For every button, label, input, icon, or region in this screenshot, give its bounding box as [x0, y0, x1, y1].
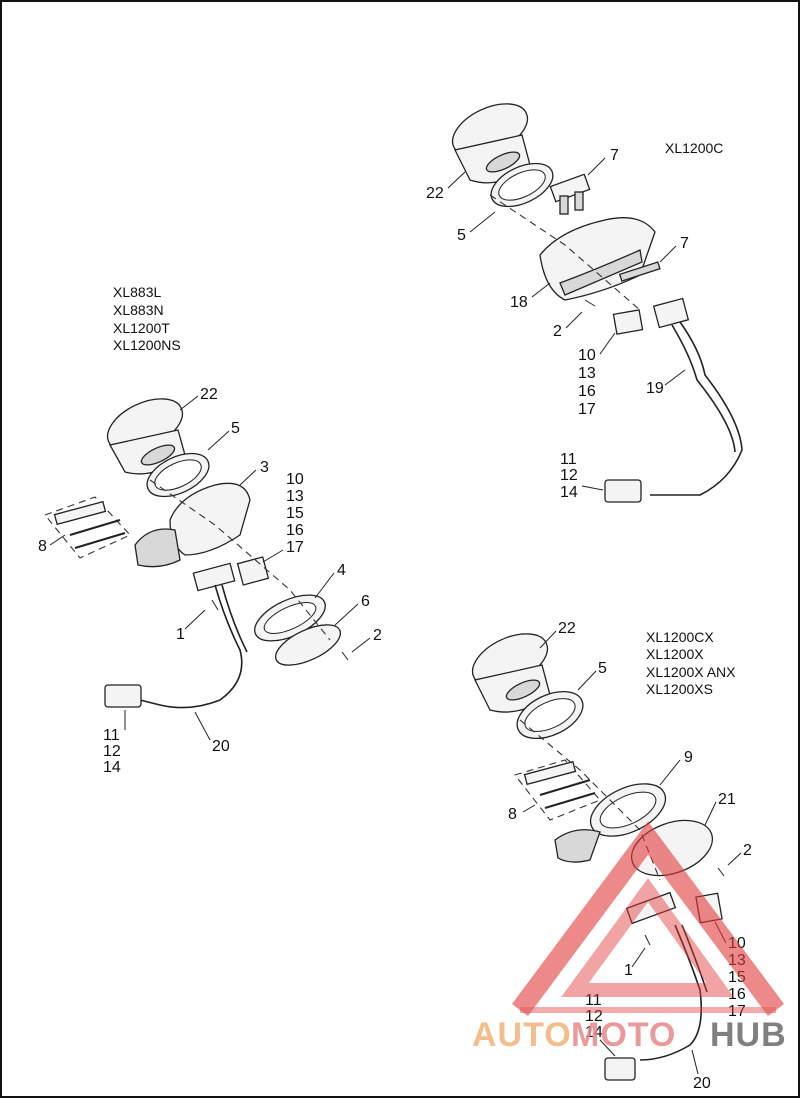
- callout-13: 13: [286, 488, 304, 505]
- callout-17: 17: [728, 1003, 746, 1020]
- callout-8: 8: [508, 806, 517, 823]
- housing-part: [539, 217, 656, 301]
- callout-10: 10: [578, 347, 596, 364]
- callout-11: 11: [585, 992, 602, 1009]
- callout-16: 16: [578, 383, 596, 400]
- callout-4: 4: [337, 562, 346, 579]
- axis-line: [519, 719, 661, 881]
- gasket-part: [275, 624, 341, 666]
- screw-part: [584, 299, 596, 307]
- callout-20: 20: [212, 738, 230, 755]
- screw-part: [211, 599, 219, 611]
- callout-7: 7: [610, 147, 619, 164]
- axis-line: [489, 194, 641, 311]
- speedometer-part: [106, 398, 186, 475]
- assembly-xl883: XL883L XL883N XL1200T XL1200NS: [38, 284, 382, 776]
- callout-5: 5: [231, 420, 240, 437]
- indicator-strip-part: [44, 496, 131, 559]
- callout-18: 18: [510, 294, 528, 311]
- callout-7: 7: [680, 235, 689, 252]
- callout-11: 11: [103, 727, 120, 744]
- indicator-strip-part: [514, 759, 601, 821]
- callout-3: 3: [260, 459, 269, 476]
- callout-8: 8: [38, 538, 47, 555]
- callout-9: 9: [684, 749, 693, 766]
- callout-6: 6: [361, 593, 370, 610]
- callout-15: 15: [286, 505, 304, 522]
- callout-19: 19: [646, 380, 664, 397]
- model-label: XL1200XS: [646, 681, 713, 697]
- model-label: XL1200CX: [646, 629, 714, 645]
- model-label: XL1200T: [113, 320, 170, 336]
- callout-17: 17: [286, 539, 304, 556]
- callout-13: 13: [578, 365, 596, 382]
- callout-10: 10: [286, 471, 304, 488]
- model-label: XL883L: [113, 284, 161, 300]
- watermark-text-moto: MOTO: [571, 1016, 676, 1054]
- callout-11: 11: [560, 451, 577, 468]
- housing-part: [134, 482, 251, 568]
- leader-lines: [49, 395, 371, 741]
- harness-part: [604, 297, 743, 503]
- callout-5: 5: [598, 660, 607, 677]
- callout-21: 21: [718, 791, 736, 808]
- callout-22: 22: [426, 185, 444, 202]
- watermark-text-hub: HUB: [710, 1016, 787, 1054]
- model-label: XL883N: [113, 302, 164, 318]
- callout-2: 2: [553, 323, 562, 340]
- model-label: XL1200X ANX: [646, 664, 736, 680]
- assembly-xl1200c: XL1200C: [426, 103, 743, 503]
- callout-2: 2: [373, 627, 382, 644]
- watermark-logo: AUTO MOTO HUB: [472, 821, 787, 1054]
- callout-16: 16: [728, 986, 746, 1003]
- watermark-text-auto: AUTO: [472, 1016, 572, 1054]
- callout-14: 14: [585, 1024, 603, 1041]
- callout-17: 17: [578, 401, 596, 418]
- lens-strip-part: [618, 261, 661, 282]
- callout-14: 14: [103, 759, 121, 776]
- callout-22: 22: [558, 620, 576, 637]
- leader-lines: [447, 157, 686, 491]
- model-label: XL1200NS: [113, 337, 181, 353]
- callout-5: 5: [457, 227, 466, 244]
- screw-part: [644, 934, 651, 946]
- harness-part: [104, 556, 270, 709]
- speedometer-part: [471, 633, 551, 713]
- callout-12: 12: [585, 1008, 603, 1025]
- indicator-part: [549, 173, 591, 215]
- callout-2: 2: [743, 842, 752, 859]
- screw-part: [341, 651, 349, 661]
- screw-part: [717, 867, 725, 877]
- assembly-xl1200cx: XL1200CX XL1200X XL1200X ANX XL1200XS: [471, 620, 752, 1092]
- model-label: XL1200X: [646, 646, 704, 662]
- callout-12: 12: [103, 743, 121, 760]
- callout-1: 1: [176, 626, 185, 643]
- callout-22: 22: [200, 386, 218, 403]
- callout-12: 12: [560, 467, 578, 484]
- model-label: XL1200C: [665, 140, 723, 156]
- callout-1: 1: [624, 962, 633, 979]
- callout-16: 16: [286, 522, 304, 539]
- axis-line: [149, 479, 331, 641]
- callout-20: 20: [693, 1075, 711, 1092]
- callout-14: 14: [560, 484, 578, 501]
